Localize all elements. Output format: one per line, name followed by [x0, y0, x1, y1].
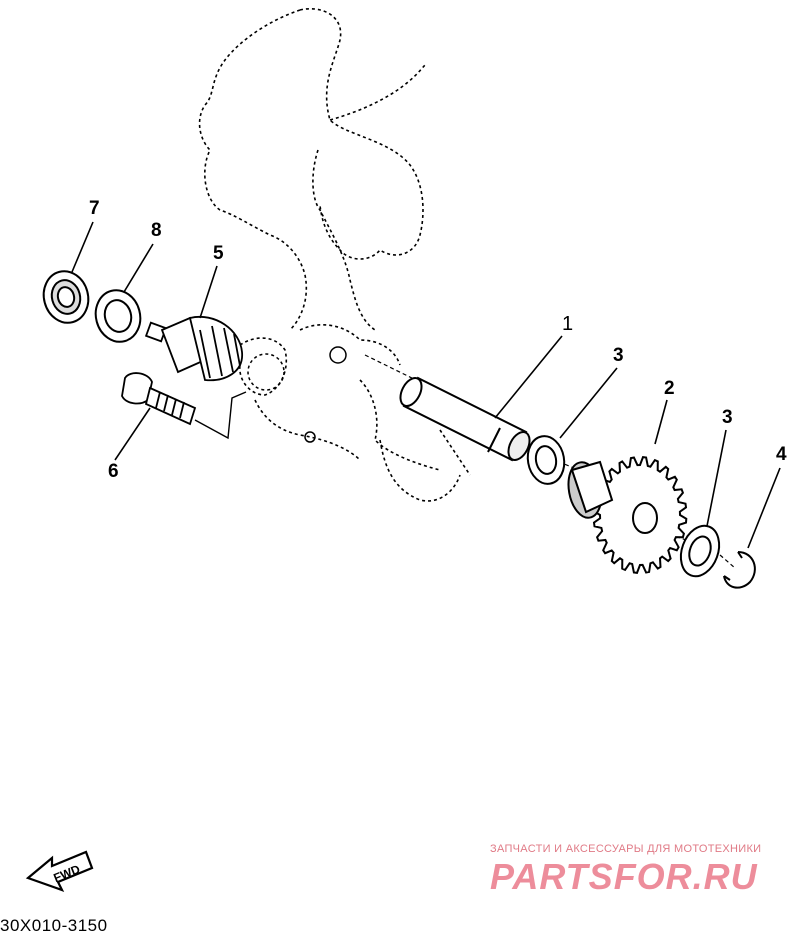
callout-8: 8 [151, 220, 162, 241]
callout-5: 5 [213, 243, 224, 264]
washer-part-a [526, 435, 566, 485]
callout-4: 4 [776, 444, 787, 465]
case-bolt-holes [247, 346, 347, 443]
oil-seal-part [42, 270, 90, 324]
fwd-arrow-icon [25, 850, 94, 892]
drive-gear-part [144, 315, 243, 382]
washer-part-b [679, 524, 721, 578]
shaft-part [399, 376, 531, 462]
watermark-tagline: ЗАПЧАСТИ И АКСЕССУАРЫ ДЛЯ МОТОТЕХНИКИ [490, 843, 762, 855]
circlip-part [723, 551, 756, 589]
engine-case-outline [198, 8, 471, 502]
bolt-leader-zigzag [194, 391, 247, 440]
bolt-part [121, 372, 197, 426]
callout-1: 1 [562, 313, 574, 335]
callout-2: 2 [664, 378, 675, 399]
callout-7: 7 [89, 198, 100, 219]
callout-6: 6 [108, 461, 119, 482]
diagram-code: 30X010-3150 [0, 916, 108, 935]
washer-plate-part [94, 289, 142, 343]
sprocket-gear-part [567, 456, 688, 574]
callout-leaders [71, 221, 781, 549]
watermark-logo: PARTSFOR.RU [490, 856, 758, 897]
callout-3-second: 3 [722, 407, 733, 428]
callout-3-first: 3 [613, 345, 624, 366]
